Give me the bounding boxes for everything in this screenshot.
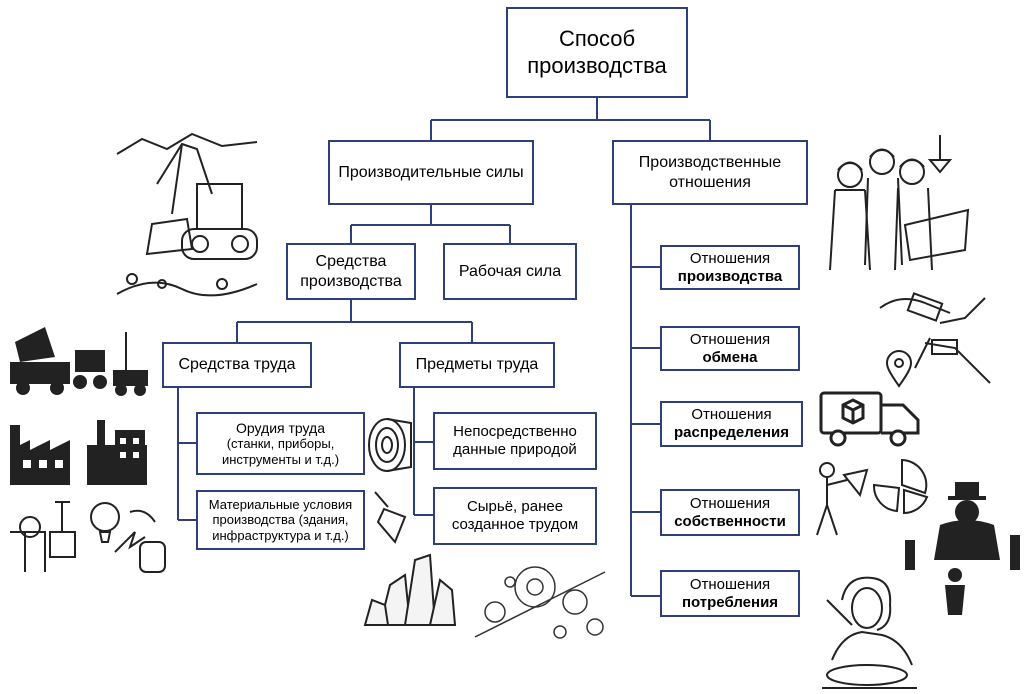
relations-production-top: Отношения [689,249,771,267]
log-icon [368,418,412,472]
root-line1: Способ [558,26,636,52]
tycoon-icon [905,482,1020,615]
relations-exchange-bottom: обмена [702,348,758,366]
relations-ownership-bottom: собственности [674,512,786,530]
productive-forces-box: Производительные силы [328,140,534,205]
root-box: Способ производства [506,7,688,98]
objects-of-labor-label: Предметы труда [415,356,539,374]
tools-line2: (станки, приборы, [226,436,335,452]
relations-ownership-top: Отношения [689,494,771,512]
relations-distribution-box: Отношения распределения [660,401,803,447]
pie-chart-icon [816,458,929,536]
labor-force-label: Рабочая сила [458,262,562,280]
raw-materials-line1: Сырьё, ранее [466,498,564,515]
means-of-labor-label: Средства труда [178,356,296,374]
eating-woman-icon [822,576,917,689]
location-pin-icon [885,350,913,388]
means-of-production-box: Средства производства [286,243,416,300]
material-conditions-line1: Материальные условия [208,496,353,512]
objects-of-labor-box: Предметы труда [399,342,555,388]
means-of-production-line2: производства [300,272,402,290]
productive-forces-label: Производительные силы [338,163,524,181]
production-relations-line1: Производственные [638,154,782,172]
root-line2: производства [527,52,667,78]
production-relations-box: Производственные отношения [612,140,808,205]
relations-consumption-box: Отношения потребления [660,570,800,617]
workers-icon [829,135,970,271]
material-conditions-box: Материальные условия производства (здани… [196,490,365,550]
raw-materials-line2: созданное трудом [451,516,579,533]
means-of-production-line1: Средства [315,253,387,271]
relations-distribution-top: Отношения [691,406,772,423]
relations-consumption-top: Отношения [689,575,771,593]
relations-production-box: Отношения производства [660,245,800,290]
delivery-truck-icon [819,391,920,447]
production-relations-line2: отношения [669,173,751,191]
relations-exchange-top: Отношения [689,330,771,348]
natural-given-line2: данные природой [453,441,577,458]
relations-exchange-box: Отношения обмена [660,326,800,371]
trucks-icon [10,327,148,396]
tools-line1: Орудия труда [235,419,326,436]
utilities-icon [10,501,166,573]
tools-box: Орудия труда (станки, приборы, инструмен… [196,412,365,475]
relations-distribution-bottom: распределения [674,424,789,441]
excavator-icon [116,132,258,297]
means-of-labor-box: Средства труда [162,342,312,388]
crystals-icon [363,553,457,626]
labor-force-box: Рабочая сила [443,243,577,300]
machine-parts-icon [474,566,606,639]
relations-consumption-bottom: потребления [681,593,779,611]
raw-materials-box: Сырьё, ранее созданное трудом [433,487,597,545]
relations-production-bottom: производства [677,267,783,285]
money-exchange-icon [879,292,991,384]
natural-given-box: Непосредственно данные природой [433,412,597,470]
natural-given-line1: Непосредственно [453,423,577,440]
material-conditions-line3: инфраструктура и т.д.) [212,527,349,543]
trowel-icon [374,491,407,544]
relations-ownership-box: Отношения собственности [660,489,800,536]
factory-icon [10,420,147,485]
tools-line3: инструменты и т.д.) [221,451,340,467]
material-conditions-line2: производства (здания, [212,512,349,528]
